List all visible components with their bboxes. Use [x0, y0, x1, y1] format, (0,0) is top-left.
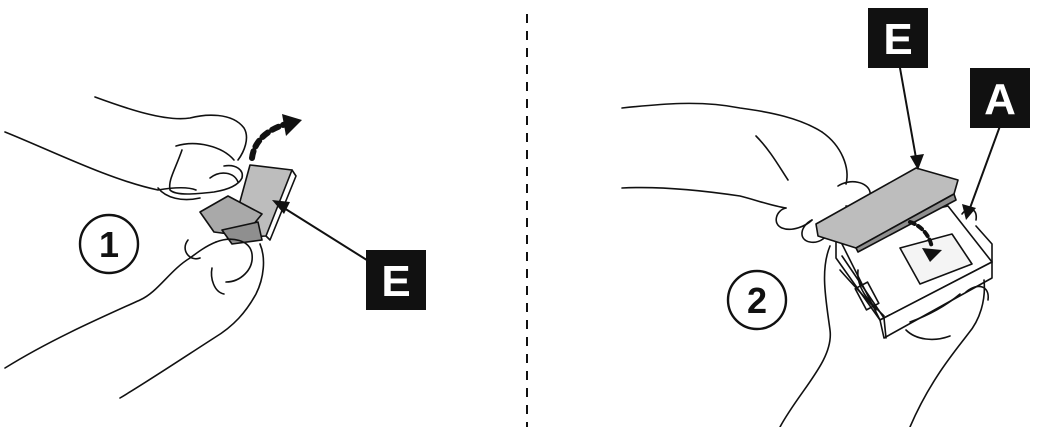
peel-arrow-head — [282, 114, 302, 136]
step-1-label-e-text: E — [381, 257, 410, 306]
step-2-callout-e-line — [900, 68, 916, 158]
step-2-callout-e-arrowhead — [910, 154, 924, 170]
step-2-callout-a-line — [970, 126, 1000, 208]
step-1-badge: 1 — [80, 215, 138, 273]
step-2-badge: 2 — [728, 271, 786, 329]
step-2-label-a: A — [970, 68, 1030, 128]
step-2-label-e: E — [868, 8, 928, 68]
step-1-upper-hand — [5, 97, 246, 200]
step-1-callout-line — [284, 208, 370, 262]
step-1-panel — [5, 97, 370, 398]
step-1-label-e: E — [366, 250, 426, 310]
peel-direction-arrow — [252, 124, 286, 158]
step-2-label-e-text: E — [883, 15, 912, 64]
step-2-number: 2 — [747, 280, 767, 321]
step-2-label-a-text: A — [984, 75, 1016, 124]
step-2-panel — [622, 68, 1000, 427]
step-1-lower-hand — [5, 239, 263, 398]
step-1-number: 1 — [99, 224, 119, 265]
step-2-callout-a-arrowhead — [962, 204, 976, 220]
